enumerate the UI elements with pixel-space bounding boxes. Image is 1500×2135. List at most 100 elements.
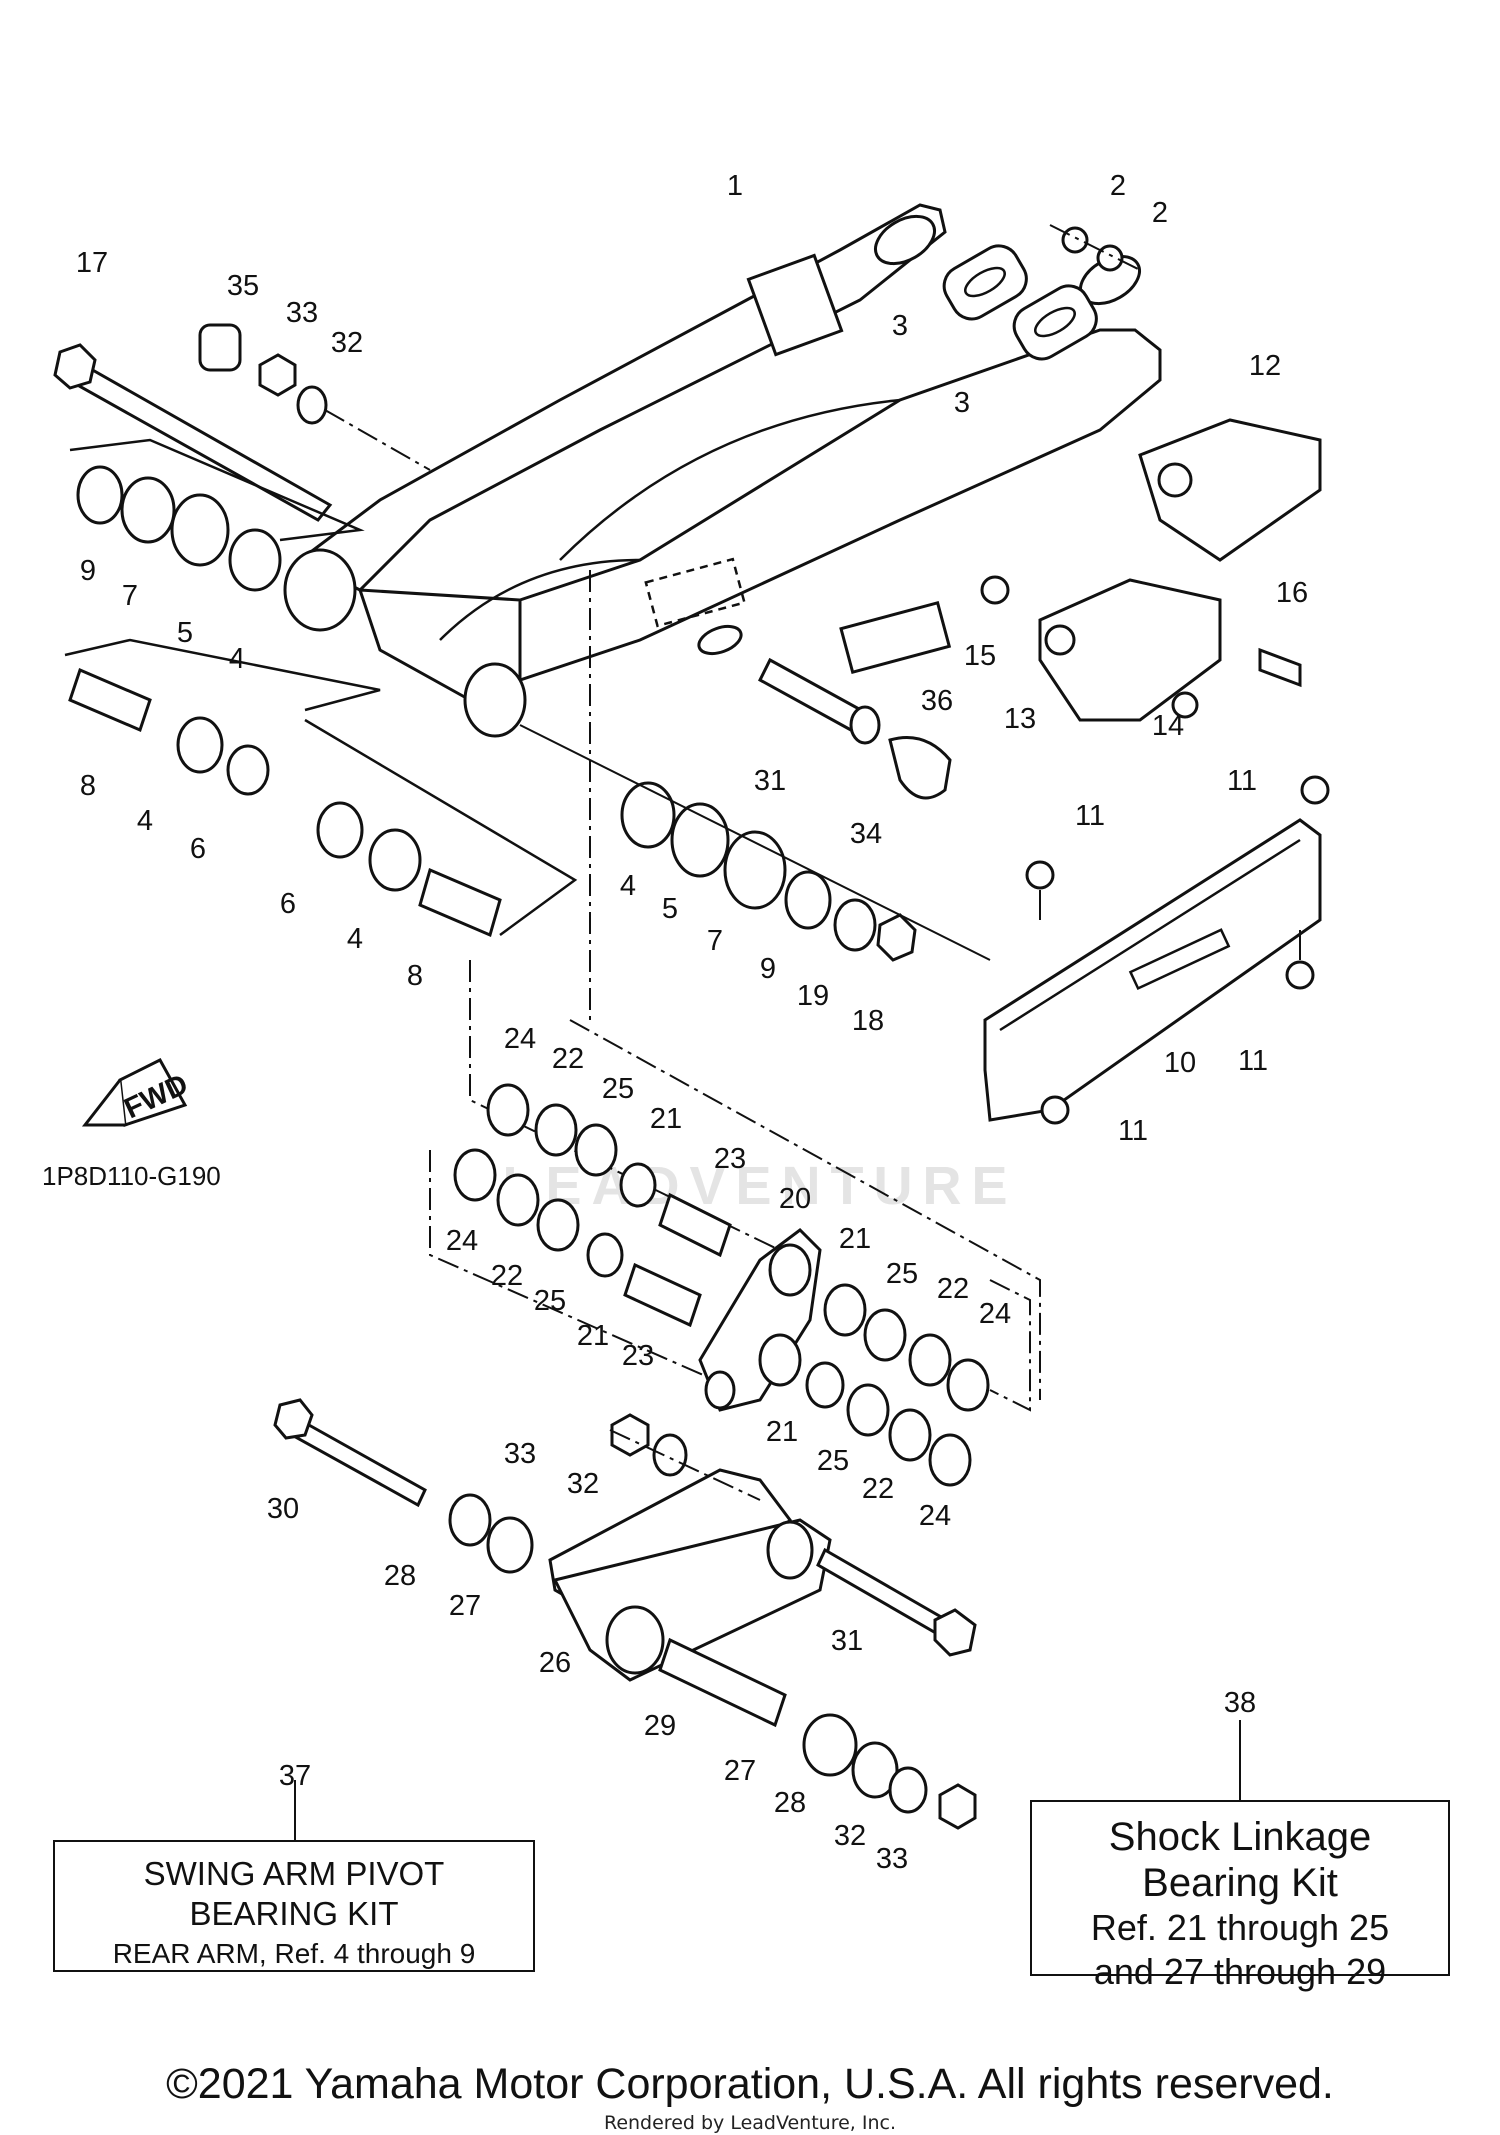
- callout-21: 21: [650, 1103, 682, 1135]
- callout-28: 28: [774, 1787, 806, 1819]
- callout-4: 4: [620, 870, 636, 902]
- callout-6: 6: [190, 833, 206, 865]
- bolt-31-lower: [816, 1547, 977, 1657]
- swing-arm: [283, 203, 1162, 738]
- callout-34: 34: [850, 818, 882, 850]
- callout-25: 25: [817, 1445, 849, 1477]
- callout-6: 6: [280, 888, 296, 920]
- callout-4: 4: [137, 805, 153, 837]
- kit-38-line3: Ref. 21 through 25: [1090, 1907, 1390, 1948]
- kit-37-line2: BEARING KIT: [189, 1895, 399, 1932]
- callout-36: 36: [921, 685, 953, 717]
- swing-arm-bearing-kit-box: SWING ARM PIVOT BEARING KIT REAR ARM, Re…: [53, 1840, 535, 1972]
- kit-38-line1: Shock Linkage: [1108, 1815, 1372, 1859]
- callout-15: 15: [964, 640, 996, 672]
- callout-25: 25: [534, 1285, 566, 1317]
- callout-29: 29: [644, 1710, 676, 1742]
- callout-31: 31: [754, 765, 786, 797]
- callout-38: 38: [1224, 1687, 1256, 1719]
- callout-8: 8: [80, 770, 96, 802]
- callout-37: 37: [279, 1760, 311, 1792]
- callout-33: 33: [876, 1843, 908, 1875]
- screws-2: [1049, 224, 1141, 272]
- callout-2: 2: [1110, 170, 1126, 202]
- callout-9: 9: [80, 555, 96, 587]
- collar-nut-washer-top: [198, 323, 431, 471]
- callout-4: 4: [347, 923, 363, 955]
- callout-24: 24: [919, 1500, 951, 1532]
- callout-1: 1: [727, 170, 743, 202]
- callout-32: 32: [331, 327, 363, 359]
- left-bearing-stack: [69, 438, 365, 592]
- callout-7: 7: [122, 580, 138, 612]
- bolt-30: [273, 1398, 427, 1508]
- callout-31: 31: [831, 1625, 863, 1657]
- lower-bearing-group: [658, 1637, 977, 1830]
- pivot-shaft-17: [53, 343, 333, 522]
- shock-linkage-bearing-kit-box: Shock Linkage Bearing Kit Ref. 21 throug…: [1030, 1800, 1450, 1992]
- callout-19: 19: [797, 980, 829, 1012]
- callout-33: 33: [286, 297, 318, 329]
- callout-14: 14: [1152, 710, 1184, 742]
- kit-38-line2: Bearing Kit: [1142, 1861, 1338, 1905]
- chain-adjuster-plates: [942, 244, 1098, 361]
- callout-24: 24: [504, 1023, 536, 1055]
- callout-28: 28: [384, 1560, 416, 1592]
- relay-arm-20: [698, 1228, 822, 1412]
- rendered-by-notice: Rendered by LeadVenture, Inc.: [603, 2112, 897, 2134]
- callout-27: 27: [724, 1755, 756, 1787]
- callout-32: 32: [567, 1468, 599, 1500]
- callout-11: 11: [1118, 1115, 1148, 1147]
- callout-26: 26: [539, 1647, 571, 1679]
- callout-12: 12: [1249, 350, 1281, 382]
- chain-guide-12: [1138, 418, 1322, 562]
- right-bearing-group: [519, 724, 991, 962]
- callout-32: 32: [834, 1820, 866, 1852]
- callout-33: 33: [504, 1438, 536, 1470]
- callout-2: 2: [1152, 197, 1168, 229]
- callout-11: 11: [1238, 1045, 1268, 1077]
- callout-5: 5: [177, 617, 193, 649]
- chain-guide-plate-13: [980, 575, 1302, 722]
- callout-3: 3: [954, 387, 970, 419]
- callout-25: 25: [886, 1258, 918, 1290]
- callout-16: 16: [1276, 577, 1308, 609]
- callout-24: 24: [446, 1225, 478, 1257]
- callout-23: 23: [714, 1143, 746, 1175]
- fwd-arrow-icon: FWD: [81, 1058, 193, 1128]
- callout-3: 3: [892, 310, 908, 342]
- connecting-rod-26: [448, 1468, 832, 1682]
- callout-18: 18: [852, 1005, 884, 1037]
- callout-11: 11: [1227, 765, 1257, 797]
- center-bearing-group: [304, 718, 578, 938]
- pivot-bolt-31-top: [758, 600, 952, 800]
- callout-10: 10: [1164, 1047, 1196, 1079]
- callout-20: 20: [779, 1183, 811, 1215]
- chain-slider-10: [983, 775, 1330, 1125]
- upper-link-bearings-right: [805, 1279, 1031, 1487]
- callout-17: 17: [76, 247, 108, 279]
- copyright-notice: ©2021 Yamaha Motor Corporation, U.S.A. A…: [166, 2060, 1334, 2108]
- callout-5: 5: [662, 893, 678, 925]
- callout-4: 4: [229, 643, 245, 675]
- nut-washer-middle: [609, 1413, 761, 1501]
- callout-22: 22: [552, 1043, 584, 1075]
- callout-11: 11: [1075, 800, 1105, 832]
- callout-30: 30: [267, 1493, 299, 1525]
- diagram-code: 1P8D110-G190: [42, 1161, 221, 1191]
- callout-22: 22: [862, 1473, 894, 1505]
- callout-25: 25: [602, 1073, 634, 1105]
- callout-22: 22: [491, 1260, 523, 1292]
- callout-21: 21: [839, 1223, 871, 1255]
- callout-22: 22: [937, 1273, 969, 1305]
- kit-38-line4: and 27 through 29: [1093, 1951, 1387, 1992]
- callout-21: 21: [577, 1320, 609, 1352]
- callout-21: 21: [766, 1416, 798, 1448]
- callout-27: 27: [449, 1590, 481, 1622]
- kit-37-line3: REAR ARM, Ref. 4 through 9: [112, 1938, 476, 1969]
- callout-24: 24: [979, 1298, 1011, 1330]
- left-lower-bearings: [64, 638, 381, 796]
- kit-37-line1: SWING ARM PIVOT: [143, 1855, 445, 1892]
